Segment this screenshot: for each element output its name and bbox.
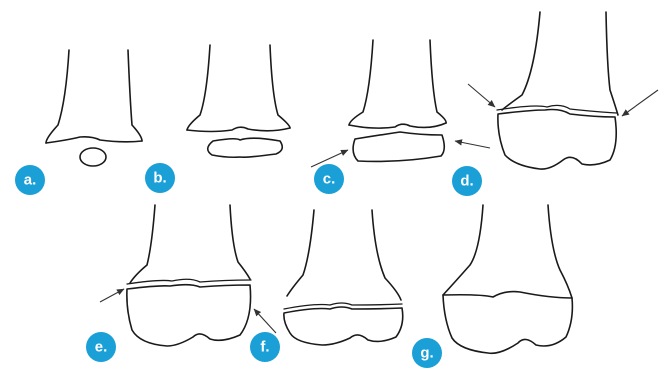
arrow-e-right xyxy=(254,309,276,333)
label-b: b. xyxy=(153,170,166,187)
stage-b-bone xyxy=(187,45,290,157)
badge-g: g. xyxy=(412,338,442,368)
epiphysis-g xyxy=(443,292,572,354)
label-d: d. xyxy=(460,173,473,190)
epiphysis-f xyxy=(284,307,403,345)
ossification-center-a xyxy=(80,148,106,166)
epiphysis-e xyxy=(127,285,251,346)
label-e: e. xyxy=(95,339,108,356)
label-g: g. xyxy=(420,345,433,362)
badge-b: b. xyxy=(145,163,175,193)
label-a: a. xyxy=(24,172,37,189)
badge-e: e. xyxy=(86,332,116,362)
badge-a: a. xyxy=(15,165,45,195)
label-c: c. xyxy=(323,171,336,188)
stage-d-bone xyxy=(497,12,618,169)
stage-g-bone xyxy=(443,205,572,353)
label-f: f. xyxy=(260,339,269,356)
epiphysis-d xyxy=(498,110,616,170)
badge-c: c. xyxy=(314,164,344,194)
epiphysis-c xyxy=(353,132,444,161)
arrow-e-left xyxy=(100,289,124,302)
stage-c-bone xyxy=(349,40,446,161)
arrow-d-right xyxy=(622,90,658,116)
arrow-c-right xyxy=(455,141,490,148)
epiphysis-b xyxy=(208,138,283,157)
stage-a-bone xyxy=(46,50,142,166)
stage-f-bone xyxy=(284,210,403,345)
stage-e-bone xyxy=(127,205,251,346)
badge-d: d. xyxy=(452,166,482,196)
arrow-d-left xyxy=(468,84,495,107)
badge-f: f. xyxy=(250,332,280,362)
